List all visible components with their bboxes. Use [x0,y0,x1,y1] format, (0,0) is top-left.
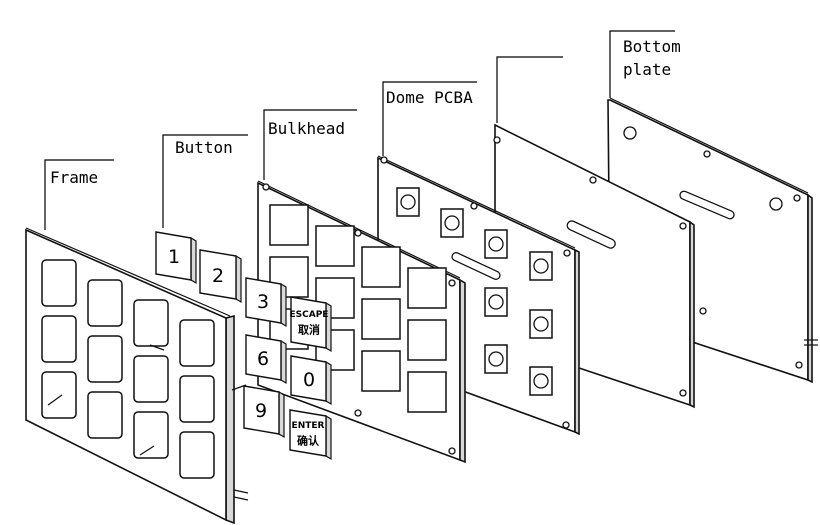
key-escape: ESCAPE 取消 [290,296,332,353]
key-6: 6 [245,334,287,385]
key-9-label: 9 [255,400,267,422]
label-bottom-plate-line2: plate [623,60,671,79]
key-3-label: 3 [257,291,269,313]
label-frame: Frame [50,168,98,187]
callouts: Frame Button Bulkhead Dome PCBA Bottom p… [44,30,681,230]
frame [25,227,249,525]
dome-switch-array [396,187,553,396]
key-0: 0 [290,355,332,406]
key-enter-cn-label: 确认 [297,434,320,448]
key-enter-label: ENTER [292,421,325,431]
key-2: 2 [199,249,242,304]
key-9: 9 [243,385,285,439]
label-button: Button [175,138,233,157]
frame-key-openings [41,259,215,479]
label-bulkhead: Bulkhead [268,119,345,138]
key-escape-label: ESCAPE [290,310,329,320]
key-6-label: 6 [257,348,269,370]
key-2-label: 2 [212,265,224,287]
key-0-label: 0 [303,369,315,391]
key-3: 3 [245,277,287,328]
key-1-label: 1 [168,246,180,268]
key-1: 1 [155,231,197,285]
button-group: 1 2 3 ESCAPE 取消 6 0 [155,231,332,461]
key-escape-cn-label: 取消 [298,323,320,337]
key-enter: ENTER 确认 [289,409,332,461]
label-dome-pcba: Dome PCBA [386,88,473,107]
label-bottom-plate-line1: Bottom [623,37,681,56]
